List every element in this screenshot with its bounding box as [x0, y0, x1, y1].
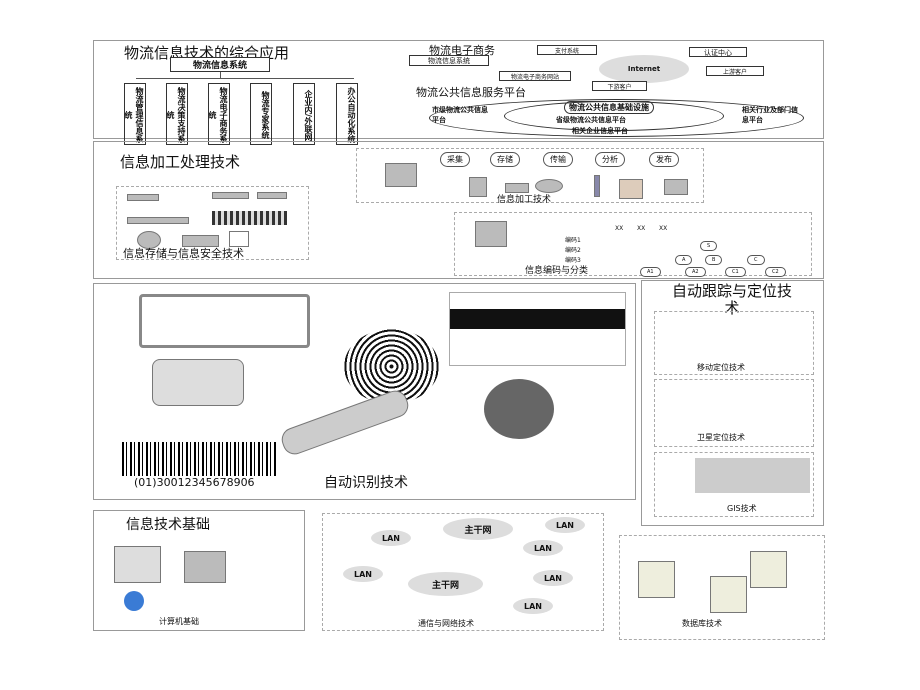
platform-title: 物流公共信息服务平台 — [416, 86, 526, 99]
tracking-title: 自动跟踪与定位技术 — [672, 282, 793, 317]
internet-cloud: Internet — [599, 55, 689, 83]
subsystem: 企业内/外联网 — [293, 83, 315, 145]
xx: XX — [615, 225, 624, 232]
step: 发布 — [649, 152, 679, 167]
processing-title: 信息加工处理技术 — [120, 153, 241, 171]
ecom-node: 支付系统 — [537, 45, 597, 55]
tree-node: C — [747, 255, 765, 265]
tracking-item: 卫星定位技术 — [697, 433, 745, 442]
ecom-node: 下游客户 — [592, 81, 647, 91]
network-label: 通信与网络技术 — [418, 619, 474, 628]
processing-panel: 信息加工处理技术 信息存储与信息安全技术 采集 存储 传输 分析 发布 信息加工… — [93, 141, 824, 279]
lan-cloud: LAN — [545, 517, 585, 533]
step: 采集 — [440, 152, 470, 167]
ecom-node: 上游客户 — [706, 66, 764, 76]
database-panel: 数据库技术 — [619, 535, 825, 640]
tree-node: B — [705, 255, 723, 265]
platform-item: 省级物流公共信息平台 — [556, 116, 626, 124]
platform-item: 市级物流公共信息平台 — [432, 106, 488, 124]
ecom-node: 物流信息系统 — [409, 55, 489, 66]
lan-cloud: LAN — [371, 530, 411, 546]
subsystem: 物流决策支持系统 — [166, 83, 188, 145]
lan-cloud: LAN — [513, 598, 553, 614]
lan-cloud: LAN — [533, 570, 573, 586]
platform-item: 相关行业及部门信息平台 — [742, 106, 798, 124]
platform-item: 相关企业信息平台 — [572, 127, 628, 135]
coding-box: 编码1 编码2 编码3 XX XX XX S A B C A1 A2 C1 C2… — [454, 212, 812, 277]
backbone-cloud: 主干网 — [408, 572, 483, 596]
barcode-number: (01)30012345678906 — [134, 476, 255, 489]
step: 传输 — [543, 152, 573, 167]
tracking-panel: 自动跟踪与定位技术 移动定位技术 卫星定位技术 GIS技术 — [641, 280, 824, 526]
basics-panel: 信息技术基础 计算机基础 — [93, 510, 305, 631]
identification-title: 自动识别技术 — [324, 475, 408, 491]
coding-label: 信息编码与分类 — [525, 266, 589, 276]
code: 编码1 — [565, 237, 581, 244]
lan-cloud: LAN — [523, 540, 563, 556]
ecom-node: 认证中心 — [689, 47, 747, 57]
code: 编码3 — [565, 257, 581, 264]
processing-box: 采集 存储 传输 分析 发布 信息加工技术 — [356, 148, 704, 205]
backbone-cloud: 主干网 — [443, 518, 513, 540]
database-label: 数据库技术 — [682, 619, 722, 628]
barcode — [122, 442, 277, 476]
subsystem: 物流电子商务系统 — [208, 83, 230, 145]
system-box: 物流信息系统 — [170, 57, 270, 72]
network-panel: 主干网 主干网 LAN LAN LAN LAN LAN LAN 通信与网络技术 — [322, 513, 604, 631]
tracking-item: GIS技术 — [727, 504, 757, 513]
tree-node: C1 — [725, 267, 746, 277]
platform-item: 物流公共信息基础设施 — [564, 101, 654, 114]
tracking-item: 移动定位技术 — [697, 363, 745, 372]
tree-node: C2 — [765, 267, 786, 277]
lan-cloud: LAN — [343, 566, 383, 582]
subsystem: 办公自动化系统 — [336, 83, 358, 145]
subsystem: 物流管理信息系统 — [124, 83, 146, 145]
ecommerce-title: 物流电子商务 — [429, 44, 495, 57]
integration-panel: 物流信息技术的综合应用 物流信息系统 物流管理信息系统 物流决策支持系统 物流电… — [93, 40, 824, 145]
processing-label: 信息加工技术 — [497, 195, 552, 205]
storage-box: 信息存储与信息安全技术 — [116, 186, 309, 260]
xx: XX — [659, 225, 668, 232]
tree-node: S — [700, 241, 718, 251]
identification-panel: (01)30012345678906 自动识别技术 — [93, 283, 636, 500]
step: 存储 — [490, 152, 520, 167]
code: 编码2 — [565, 247, 581, 254]
tree-node: A2 — [685, 267, 706, 277]
step: 分析 — [595, 152, 625, 167]
tree-node: A1 — [640, 267, 661, 277]
tree-node: A — [675, 255, 693, 265]
ecom-node: 物流电子商务网站 — [499, 71, 571, 81]
basics-title: 信息技术基础 — [126, 517, 210, 533]
basics-label: 计算机基础 — [159, 617, 199, 626]
xx: XX — [637, 225, 646, 232]
storage-label: 信息存储与信息安全技术 — [123, 247, 244, 260]
subsystem: 物流专家系统 — [250, 83, 272, 145]
